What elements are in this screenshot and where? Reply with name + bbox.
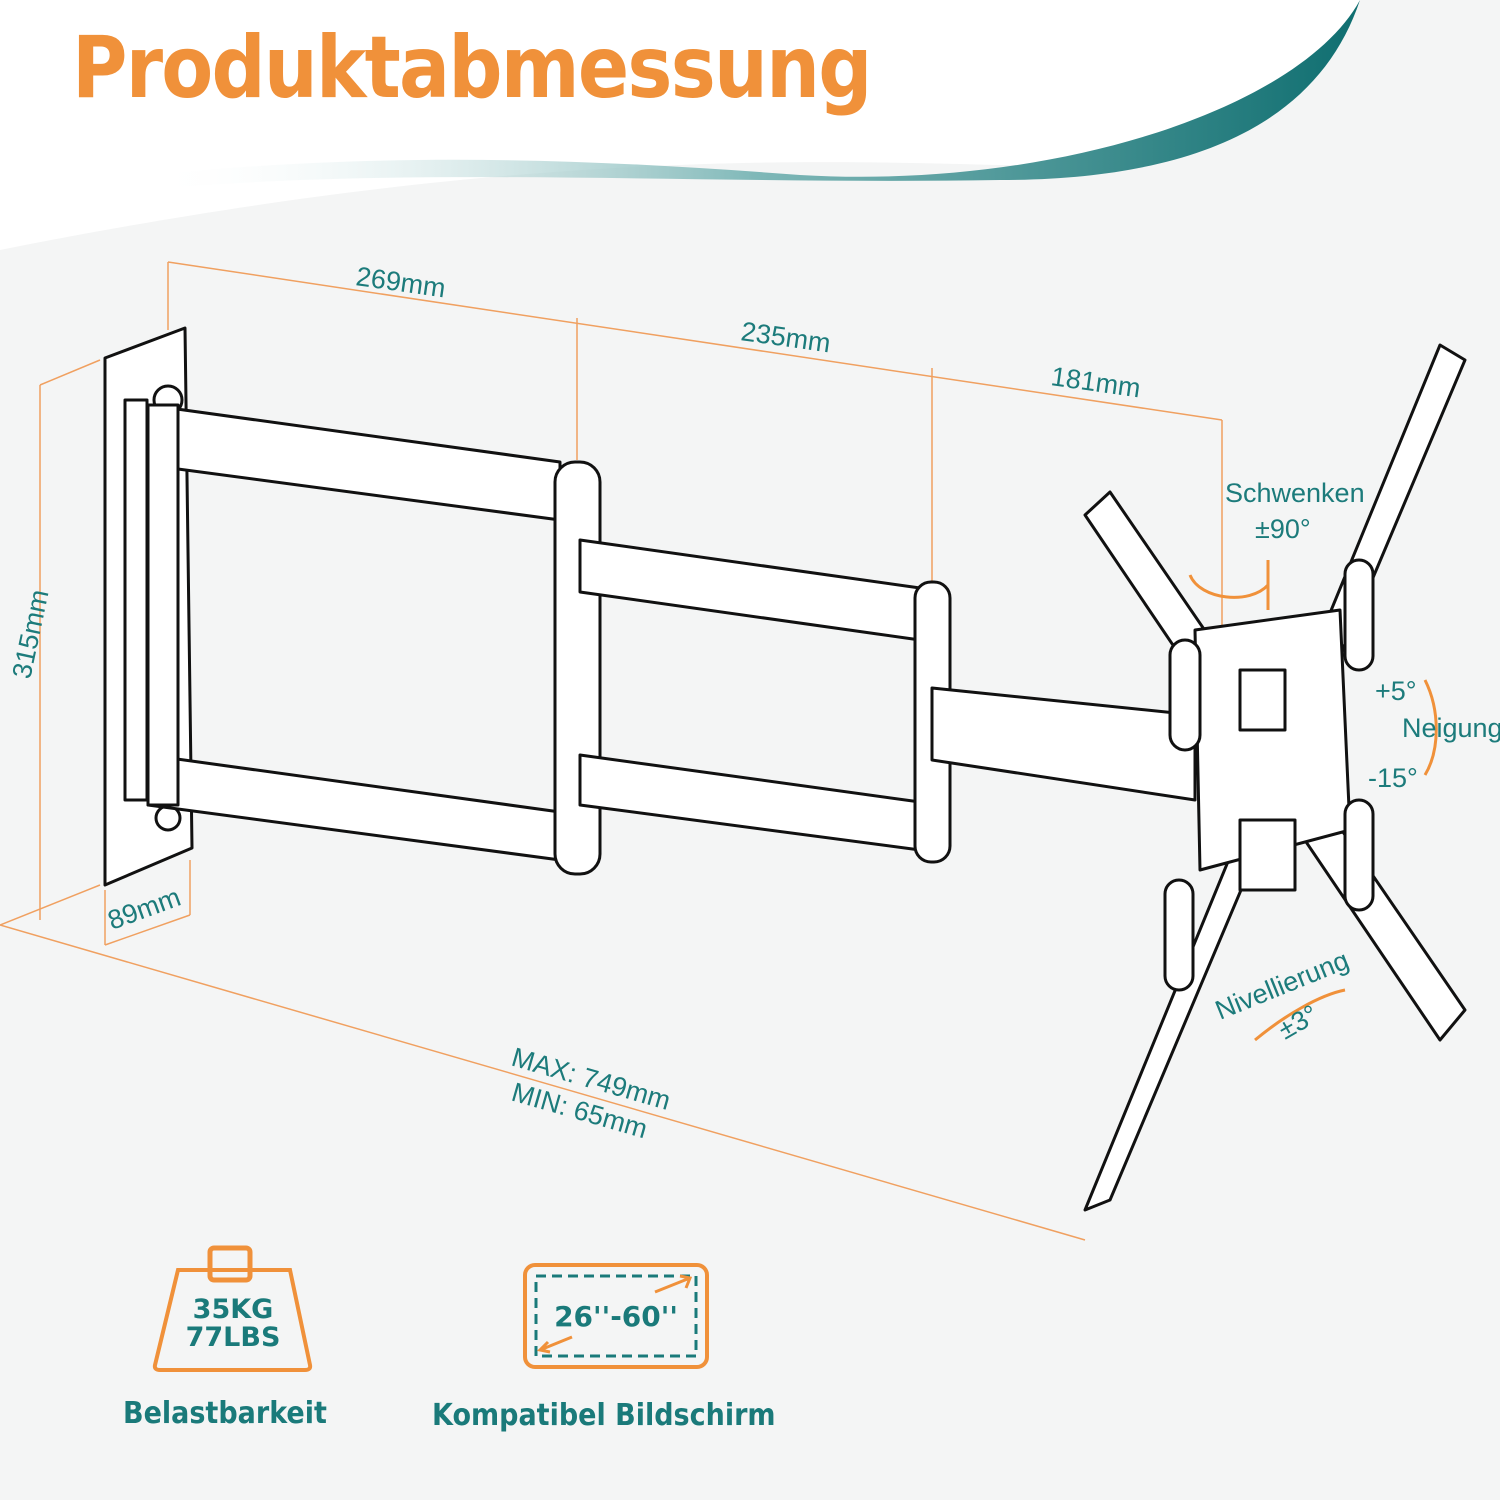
screen-size-icon — [523, 1263, 709, 1369]
compatible-screen-label: Kompatibel Bildschirm — [432, 1398, 776, 1433]
dim-181: 181mm — [1049, 361, 1142, 403]
level-value: ±3° — [1273, 999, 1323, 1045]
motion-arrows — [1188, 560, 1438, 1042]
vesa-plate — [1083, 343, 1467, 1212]
weight-lbs: 77LBS — [186, 1322, 281, 1353]
dim-89: 89mm — [104, 882, 185, 936]
dim-315: 315mm — [7, 587, 55, 681]
dim-269: 269mm — [354, 261, 447, 303]
weight-kg: 35KG — [193, 1294, 274, 1325]
tilt-down: -15° — [1368, 763, 1418, 793]
arm-segment-2 — [578, 538, 952, 864]
screen-size-value: 26''-60'' — [554, 1300, 678, 1333]
swivel-label: Schwenken — [1225, 478, 1365, 508]
header-background — [0, 0, 1360, 250]
tilt-up: +5° — [1375, 676, 1417, 706]
load-capacity-label: Belastbarkeit — [123, 1396, 327, 1431]
arm-segment-3 — [930, 686, 1197, 802]
dim-235: 235mm — [739, 316, 832, 358]
dimension-lines — [0, 261, 1223, 1241]
header-swoosh — [150, 0, 1360, 190]
page-title: Produktabmessung — [72, 18, 872, 118]
arm-segment-1 — [146, 403, 602, 876]
weight-icon — [152, 1245, 313, 1372]
swivel-value: ±90° — [1255, 514, 1311, 544]
tilt-label: Neigung — [1402, 713, 1500, 743]
